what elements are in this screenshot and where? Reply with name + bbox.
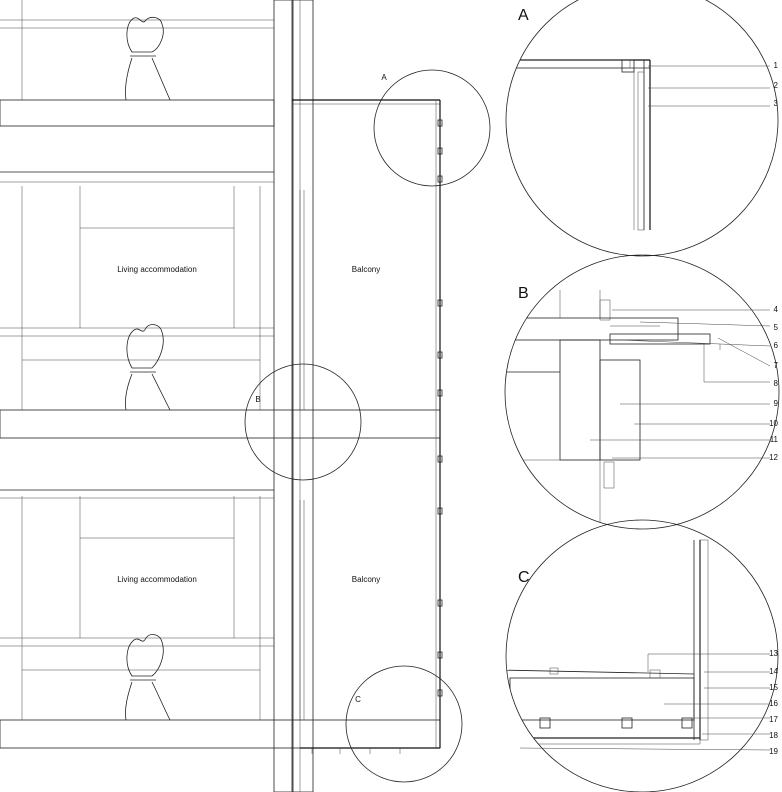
detail-b-leaders [590, 309, 771, 459]
detail-number-13: 13 [769, 649, 778, 658]
detail-number-19: 19 [769, 747, 778, 756]
detail-number-17: 17 [769, 715, 778, 724]
detail-c-title: C [518, 569, 530, 586]
room-label-living-upper: Living accommodation [117, 265, 197, 274]
chair-icon [125, 16, 171, 101]
detail-a-leaders [648, 65, 770, 107]
detail-number-8: 8 [774, 379, 779, 388]
detail-c-leaders [519, 653, 771, 751]
callout-b: B [255, 395, 260, 404]
detail-number-14: 14 [769, 667, 778, 676]
detail-number-16: 16 [769, 699, 778, 708]
detail-number-6: 6 [774, 341, 779, 350]
detail-b-title: B [518, 285, 529, 302]
detail-c: C 13 14 15 16 1 [505, 519, 779, 792]
room-label-balcony-upper: Balcony [352, 265, 380, 274]
detail-number-11: 11 [770, 435, 779, 444]
detail-a: A 1 2 3 [505, 0, 779, 257]
balcony-posts [437, 119, 443, 697]
building-section: Living accommodation Balcony Living acco… [0, 0, 491, 792]
chair-icon [125, 634, 171, 721]
detail-number-3: 3 [774, 99, 779, 108]
detail-number-5: 5 [774, 323, 779, 332]
detail-number-4: 4 [774, 305, 779, 314]
detail-marker-b [244, 363, 362, 481]
detail-number-15: 15 [769, 683, 778, 692]
detail-number-7: 7 [774, 361, 779, 370]
detail-number-1: 1 [774, 61, 779, 70]
detail-number-18: 18 [769, 731, 778, 740]
detail-a-title: A [518, 7, 529, 24]
callout-a: A [381, 73, 387, 82]
detail-marker-a [373, 69, 491, 187]
chair-icon [125, 324, 171, 411]
detail-number-12: 12 [769, 453, 778, 462]
detail-number-10: 10 [769, 419, 778, 428]
callout-c: C [355, 695, 361, 704]
detail-number-9: 9 [774, 399, 779, 408]
room-label-balcony-lower: Balcony [352, 575, 380, 584]
detail-number-2: 2 [774, 81, 779, 90]
room-label-living-lower: Living accommodation [117, 575, 197, 584]
detail-b: B 4 5 [504, 254, 780, 530]
detail-marker-c [345, 665, 463, 783]
